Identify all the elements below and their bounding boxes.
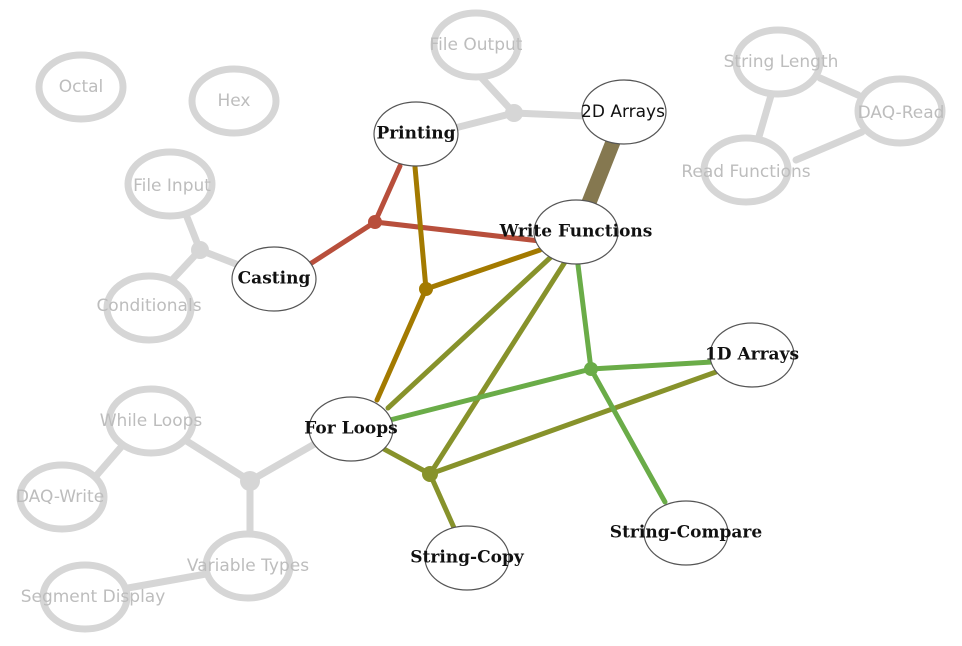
label-string-length: String Length bbox=[724, 52, 839, 72]
active-edges bbox=[307, 134, 719, 533]
node-casting[interactable] bbox=[231, 246, 317, 312]
active-nodes bbox=[231, 79, 795, 591]
node-for-loops[interactable] bbox=[308, 396, 394, 462]
node-string-length[interactable] bbox=[732, 26, 824, 98]
label-casting: Casting bbox=[238, 269, 311, 289]
edge-segmentdisplay-variabletypes bbox=[124, 570, 210, 592]
node-while-loops[interactable] bbox=[105, 385, 197, 457]
edge-hub-2darrays bbox=[510, 109, 588, 120]
edge-hub-stringcopy-olive bbox=[427, 471, 458, 533]
node-segment-display[interactable] bbox=[39, 561, 131, 633]
node-daq-read[interactable] bbox=[854, 75, 946, 147]
edge-forloops-hub-olive bbox=[379, 445, 433, 477]
edge-stringlength-readfunctions bbox=[754, 88, 776, 144]
hub-casting bbox=[191, 241, 209, 259]
edge-2darrays-writefunctions bbox=[580, 134, 621, 213]
hub-file-output bbox=[505, 104, 523, 122]
node-file-input[interactable] bbox=[124, 148, 216, 220]
active-labels: Printing 2D Arrays Write Functions Casti… bbox=[238, 102, 799, 568]
hub-red bbox=[368, 215, 382, 229]
node-1d-arrays[interactable] bbox=[709, 322, 795, 388]
label-for-loops: For Loops bbox=[304, 419, 397, 439]
node-string-compare[interactable] bbox=[643, 500, 729, 566]
edge-writefunctions-hub-green bbox=[575, 262, 594, 372]
node-hex[interactable] bbox=[188, 65, 280, 137]
faded-labels: Octal Hex File Input Conditionals File O… bbox=[16, 35, 945, 607]
label-string-copy: String-Copy bbox=[410, 548, 525, 568]
edge-hub-stringcompare-green bbox=[588, 366, 668, 505]
edge-writefunctions-hub-olive bbox=[427, 259, 568, 477]
label-daq-write: DAQ-Write bbox=[16, 487, 104, 507]
label-hex: Hex bbox=[217, 91, 250, 111]
edge-printing-hub-gold bbox=[412, 164, 429, 292]
hub-for-loops bbox=[240, 471, 260, 491]
edge-daqwrite-whileloops bbox=[92, 442, 126, 480]
node-file-output[interactable] bbox=[430, 9, 522, 81]
label-segment-display: Segment Display bbox=[21, 587, 166, 607]
faded-hubs bbox=[191, 104, 523, 491]
edge-printing-hub-red bbox=[372, 163, 403, 225]
node-octal[interactable] bbox=[35, 51, 127, 123]
label-string-compare: String-Compare bbox=[610, 523, 763, 543]
label-printing: Printing bbox=[376, 124, 455, 144]
edge-readfunctions-daqread bbox=[792, 128, 866, 164]
edge-hub-1darrays-green bbox=[588, 359, 715, 372]
label-1d-arrays: 1D Arrays bbox=[705, 345, 799, 365]
label-file-output: File Output bbox=[430, 35, 523, 55]
hub-gold bbox=[419, 282, 433, 296]
edge-hub-casting-red bbox=[307, 219, 378, 267]
edge-hub-forloops-gold bbox=[374, 286, 429, 403]
edge-hub-forloops bbox=[246, 438, 322, 485]
node-printing[interactable] bbox=[373, 101, 459, 167]
node-variable-types[interactable] bbox=[202, 530, 294, 602]
node-write-functions[interactable] bbox=[533, 199, 619, 265]
node-string-copy[interactable] bbox=[424, 525, 510, 591]
hub-olive bbox=[422, 466, 438, 482]
label-file-input: File Input bbox=[133, 176, 211, 196]
edge-hub-forloops-green bbox=[387, 366, 594, 423]
label-write-functions: Write Functions bbox=[499, 222, 653, 242]
edge-writefunctions-forloops-olive bbox=[385, 253, 555, 411]
node-daq-write[interactable] bbox=[16, 461, 108, 533]
hub-green bbox=[584, 362, 598, 376]
edge-hub-writefunctions-red bbox=[372, 219, 543, 244]
label-2d-arrays: 2D Arrays bbox=[581, 102, 665, 122]
label-octal: Octal bbox=[59, 77, 104, 97]
label-while-loops: While Loops bbox=[100, 411, 203, 431]
node-read-functions[interactable] bbox=[700, 134, 792, 206]
label-read-functions: Read Functions bbox=[681, 162, 810, 182]
edge-stringlength-daqread bbox=[816, 74, 862, 99]
edge-whileloops-hub bbox=[181, 436, 254, 485]
faded-nodes bbox=[16, 9, 946, 633]
edge-writefunctions-hub-gold bbox=[423, 247, 543, 292]
label-daq-read: DAQ-Read bbox=[858, 103, 945, 123]
edge-printing-hub bbox=[451, 109, 518, 132]
edge-1darrays-hub-olive bbox=[427, 369, 719, 477]
active-hubs bbox=[368, 215, 598, 482]
label-conditionals: Conditionals bbox=[96, 296, 201, 316]
label-variable-types: Variable Types bbox=[187, 556, 309, 576]
node-conditionals[interactable] bbox=[103, 272, 195, 344]
node-2d-arrays[interactable] bbox=[581, 79, 667, 145]
